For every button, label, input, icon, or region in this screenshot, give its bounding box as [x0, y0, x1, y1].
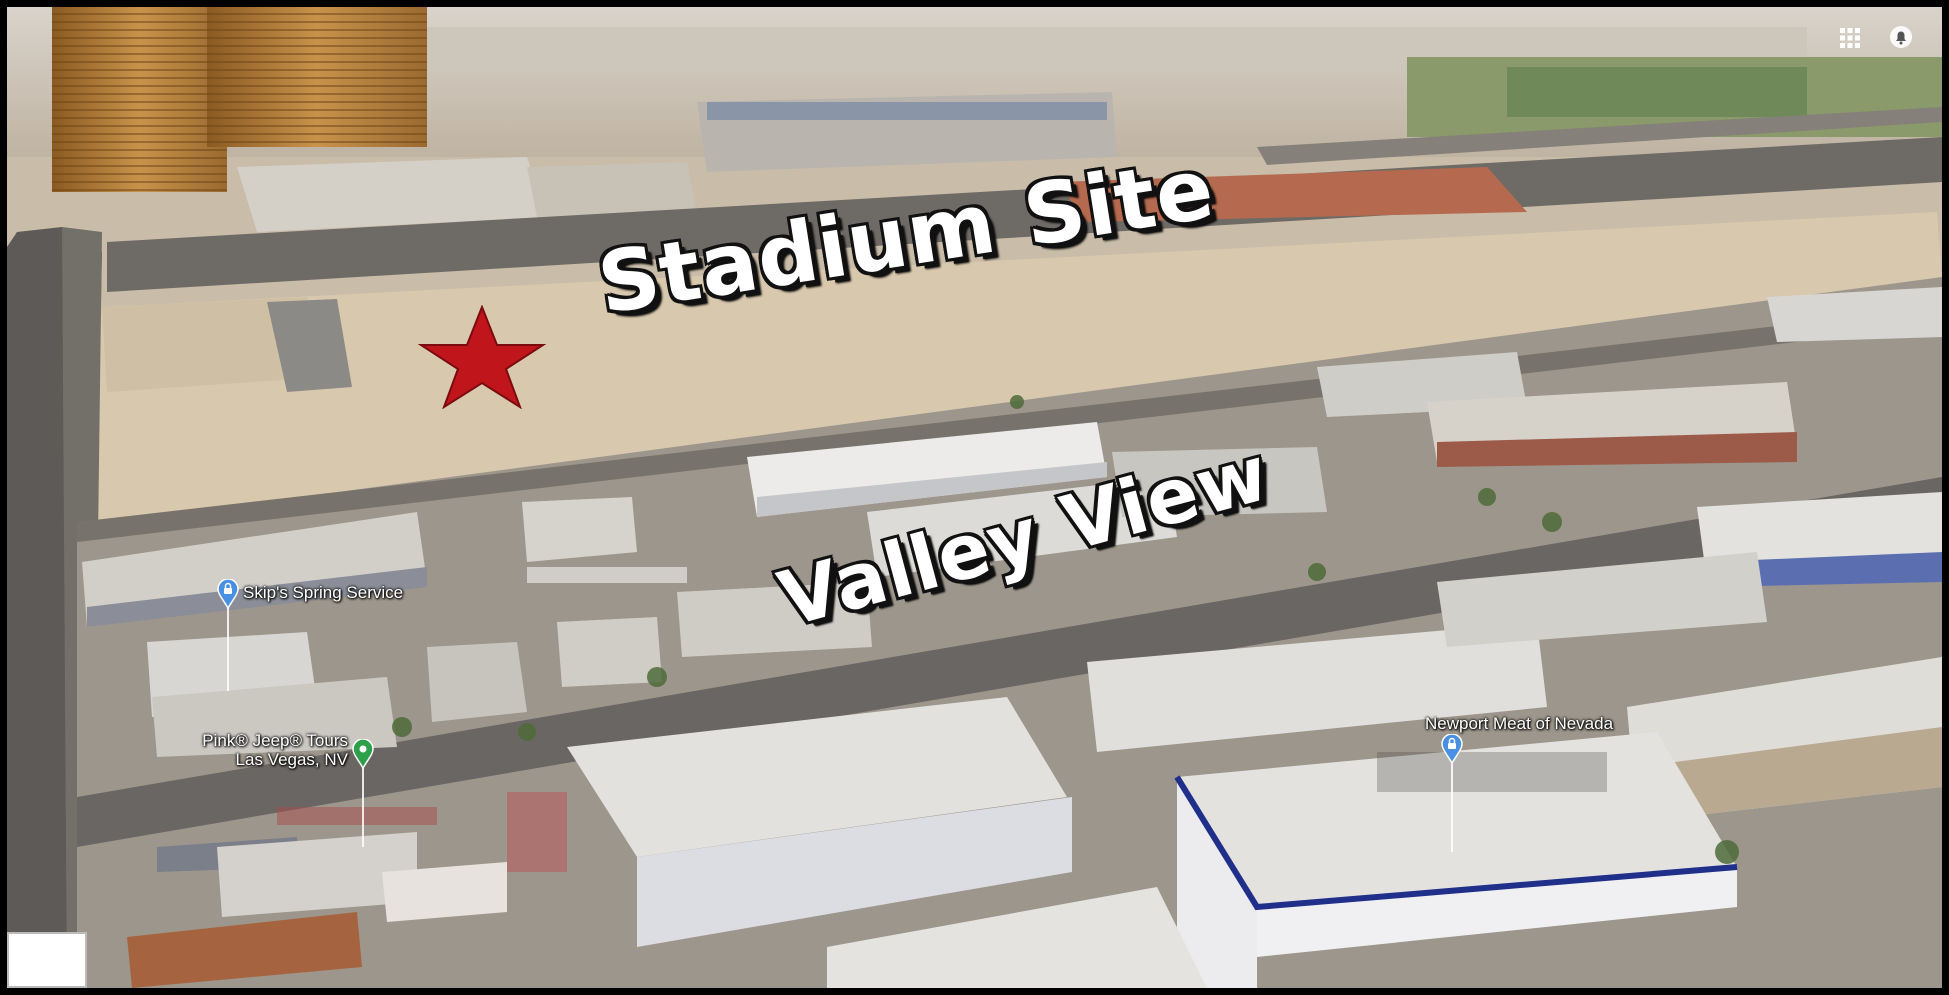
map-thumbnail-toggle[interactable]	[7, 932, 87, 988]
pin-stem	[227, 601, 229, 691]
lock-pin-icon[interactable]	[1441, 734, 1463, 764]
aerial-imagery	[7, 7, 1942, 988]
star-marker-icon	[417, 305, 547, 409]
place-label-skips-spring-service[interactable]: Skip's Spring Service	[243, 583, 404, 602]
place-label-newport-meat-of-nevada[interactable]: Newport Meat of Nevada	[1425, 714, 1614, 733]
notification-bell-icon[interactable]	[1889, 25, 1913, 51]
aerial-map-view[interactable]: Stadium Site Valley View Skip's Spring S…	[7, 7, 1942, 988]
grid-apps-icon[interactable]	[1839, 27, 1861, 49]
place-label-pink-jeep-tours[interactable]: Pink® Jeep® Tours Las Vegas, NV	[202, 731, 348, 769]
pin-stem	[362, 765, 364, 847]
lock-pin-icon[interactable]	[217, 579, 239, 609]
place-pin-icon[interactable]	[352, 739, 374, 769]
pin-stem	[1451, 762, 1453, 852]
